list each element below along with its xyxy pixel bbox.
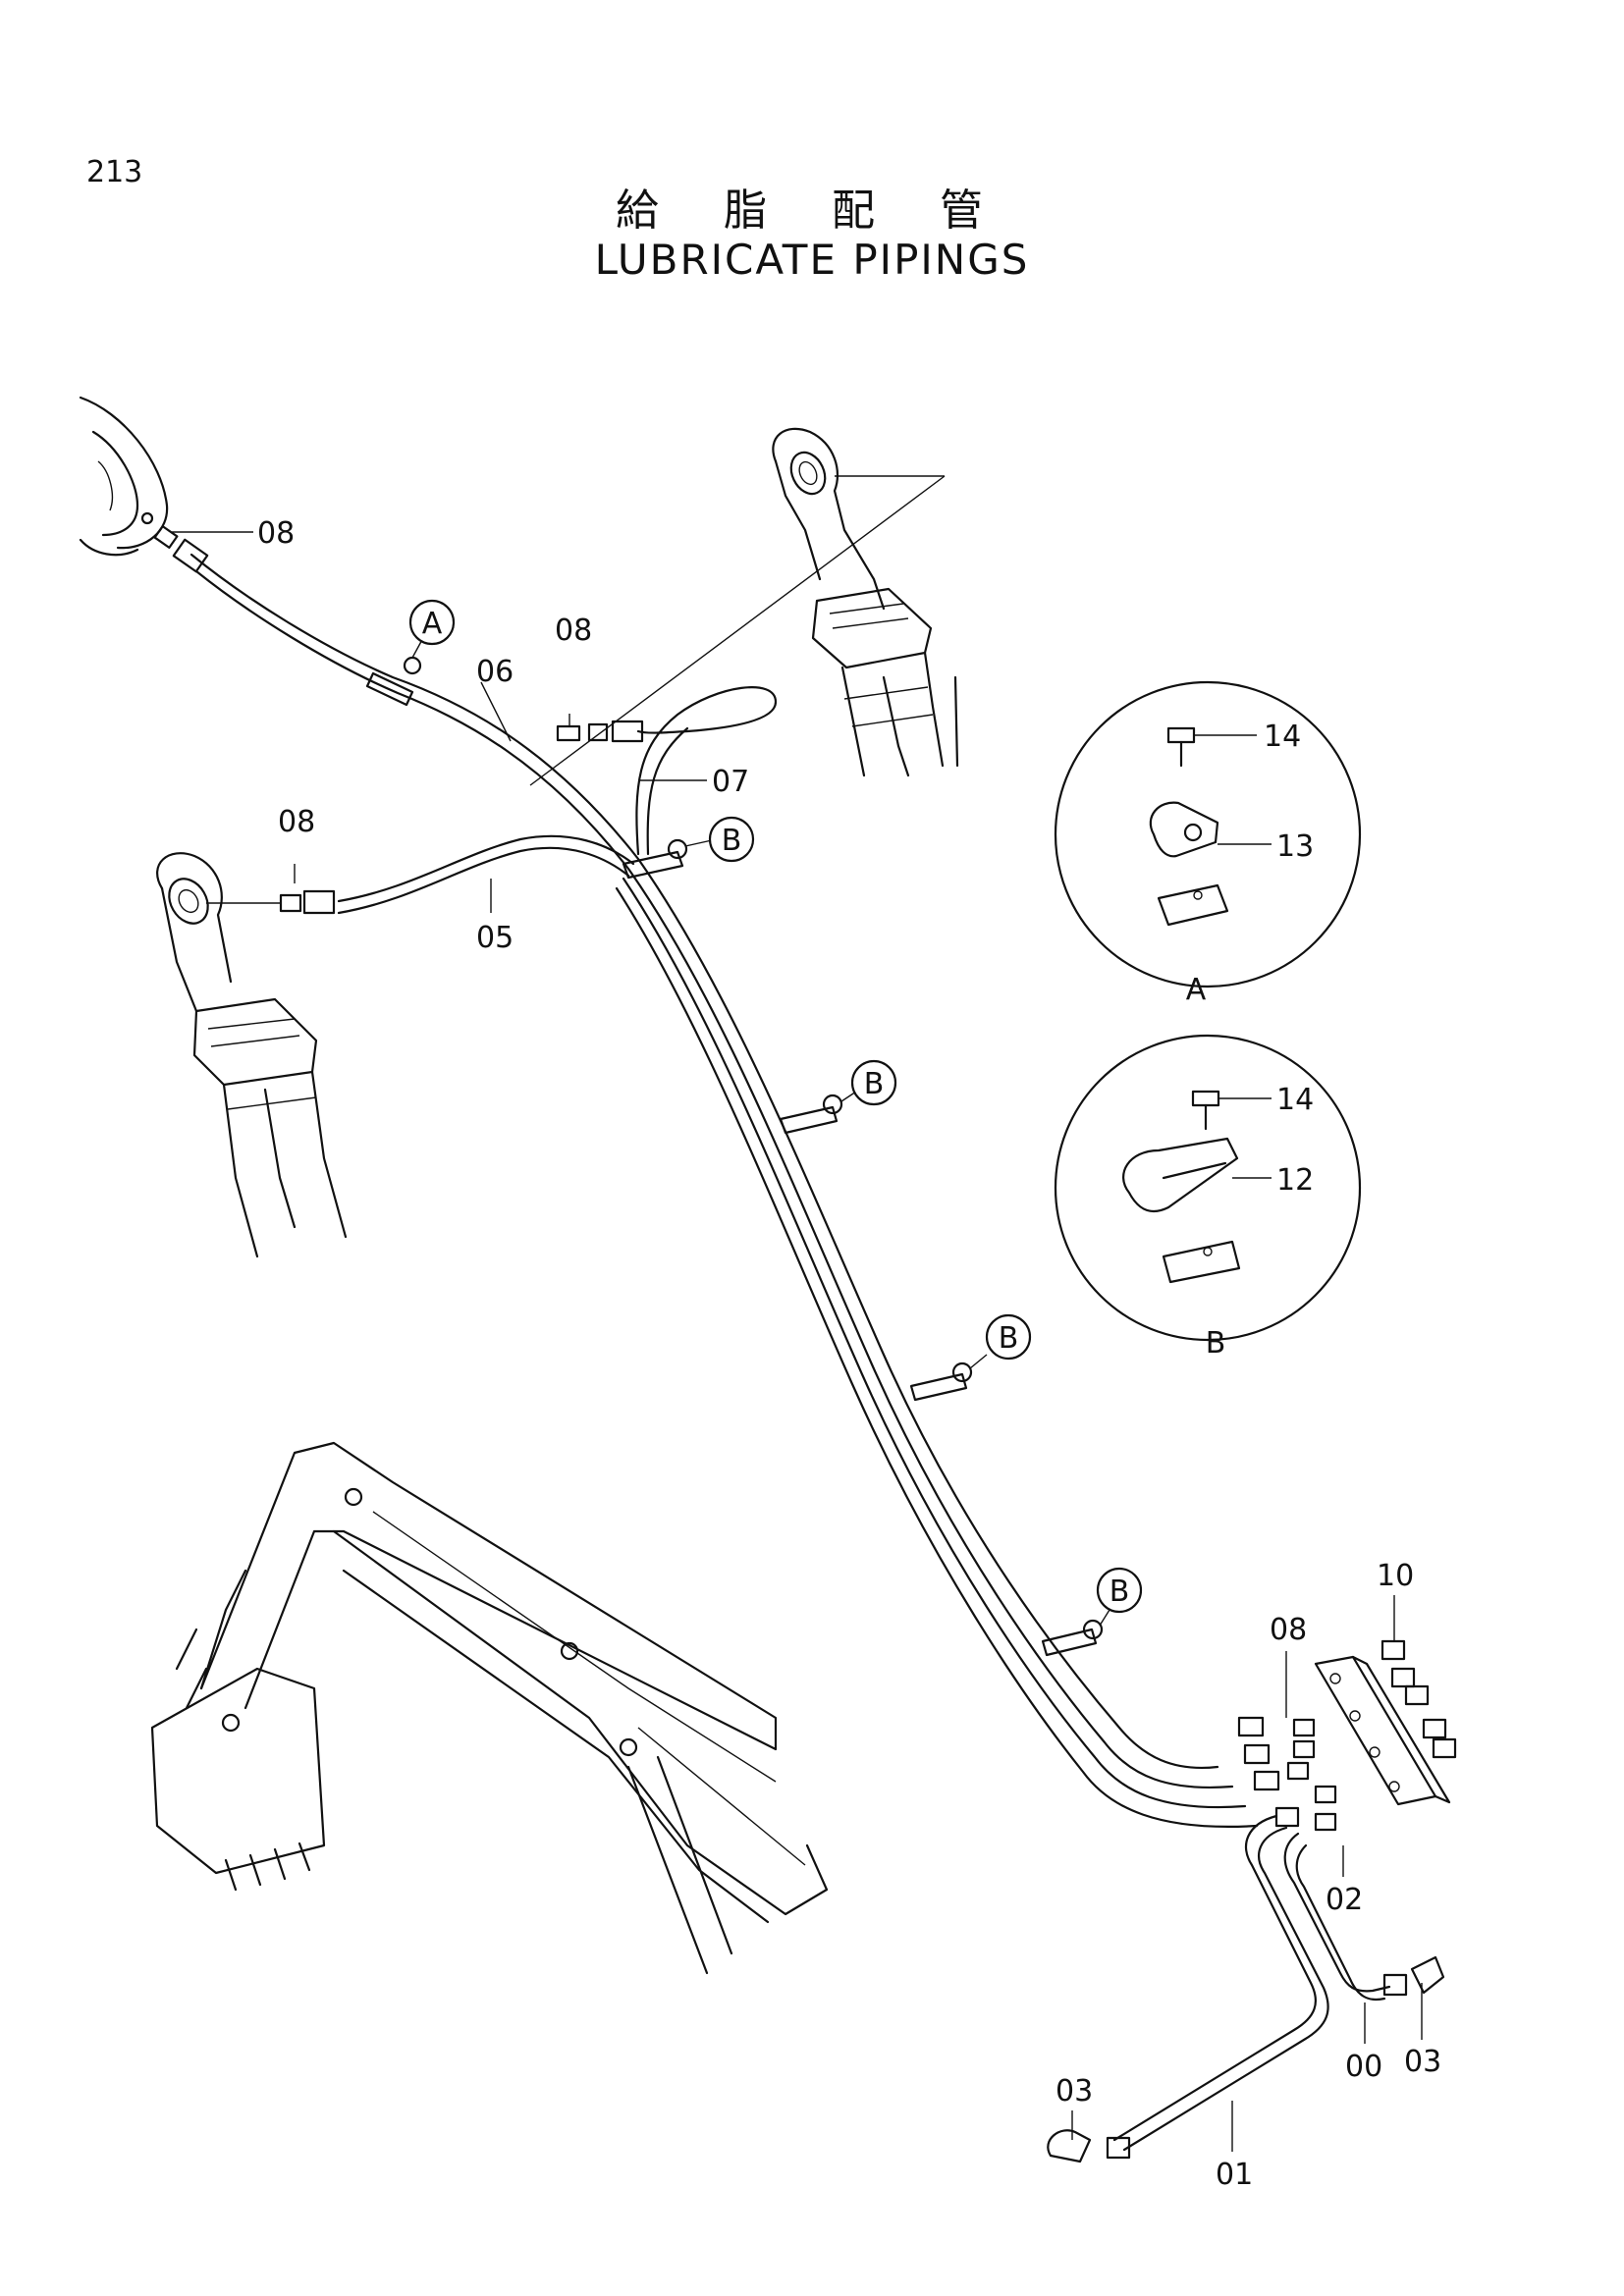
- callout-b-4: B: [1096, 1567, 1143, 1627]
- part-label-08: 08: [1270, 1613, 1307, 1647]
- callout-b-label: B: [1110, 1575, 1130, 1609]
- boom-foot-outline: [79, 396, 169, 557]
- callout-a: A: [408, 599, 456, 659]
- part-label-05: 05: [476, 921, 514, 955]
- part-label-14: 14: [1276, 1083, 1314, 1117]
- title-english: LUBRICATE PIPINGS: [594, 236, 1030, 284]
- part-label-07: 07: [712, 765, 749, 799]
- part-label-02: 02: [1326, 1883, 1363, 1917]
- hose-bundle: [153, 525, 1259, 1828]
- arm-cylinder-top: [529, 427, 959, 786]
- part-label-08: 08: [555, 614, 592, 648]
- grease-manifold: [1047, 1639, 1457, 2163]
- part-label-03: 03: [1056, 2074, 1093, 2109]
- boom-cylinder-left: [156, 852, 348, 1258]
- callout-b-3: B: [969, 1313, 1032, 1369]
- leader-lines: [172, 531, 1423, 2152]
- callout-b-2: B: [840, 1059, 897, 1106]
- part-label-01: 01: [1216, 2158, 1253, 2192]
- part-label-12: 12: [1276, 1163, 1314, 1198]
- part-label-08: 08: [257, 516, 295, 551]
- part-label-14: 14: [1264, 720, 1301, 754]
- part-label-13: 13: [1276, 829, 1314, 864]
- callout-b-label: B: [722, 824, 742, 858]
- detail-a: [1054, 680, 1362, 988]
- detail-b-label: B: [1206, 1326, 1226, 1361]
- part-label-06: 06: [476, 655, 514, 689]
- callout-b-label: B: [999, 1321, 1019, 1356]
- part-labels: 08 08 08 08 06 07 05 14 13 14 12 10 02 0…: [257, 516, 1441, 2192]
- callout-a-label: A: [422, 607, 443, 641]
- part-label-10: 10: [1377, 1559, 1414, 1593]
- page-number: 213: [86, 155, 143, 189]
- part-label-03: 03: [1404, 2045, 1441, 2079]
- excavator-overview: [150, 1441, 829, 1975]
- detail-a-label: A: [1186, 973, 1207, 1007]
- callout-b-1: B: [684, 816, 755, 863]
- title-japanese: 給 脂 配 管: [616, 186, 1008, 236]
- part-label-00: 00: [1345, 2050, 1382, 2084]
- callout-b-label: B: [864, 1067, 885, 1101]
- detail-b: [1054, 1034, 1362, 1342]
- part-label-08: 08: [278, 805, 315, 839]
